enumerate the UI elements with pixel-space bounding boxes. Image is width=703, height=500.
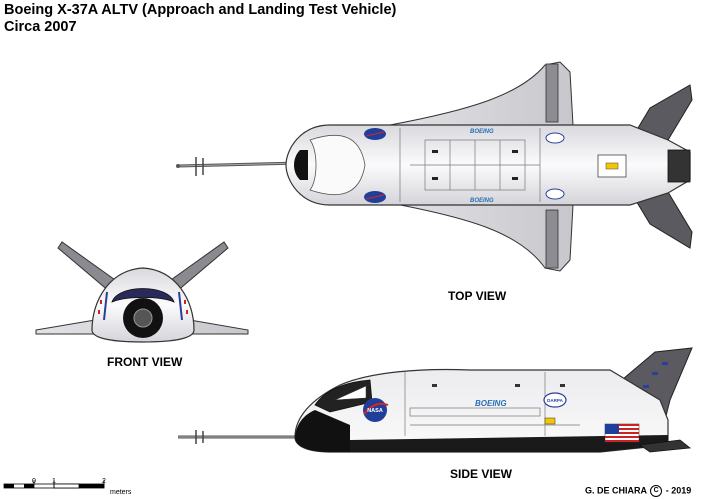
side-black-nose (295, 410, 350, 452)
side-hatch-marks (432, 384, 565, 387)
credit-year: - 2019 (665, 485, 692, 496)
scale-tick-2: 2 (102, 478, 106, 485)
side-panel-lines (404, 372, 580, 436)
top-canopy (309, 134, 366, 196)
top-boeing-logo-lower: BOEING (470, 198, 494, 204)
front-red-markings (98, 300, 188, 314)
scale-tick-1: 1 (52, 478, 56, 485)
top-darpa-logo-upper (545, 132, 565, 144)
scale-tick-0: 0 (32, 478, 36, 485)
top-view-label: TOP VIEW (448, 289, 507, 303)
diagram-subtitle: Circa 2007 (4, 19, 77, 35)
side-nasa-text: NASA (367, 408, 383, 414)
side-canopy-window (334, 385, 367, 401)
front-nose-probe (133, 308, 153, 328)
side-darpa-logo (543, 392, 567, 408)
front-canopy (111, 288, 175, 303)
author-name: G. DE CHIARA (585, 485, 647, 496)
top-view: BOEING BOEING (176, 61, 693, 272)
side-boeing-logo: BOEING (475, 399, 507, 408)
side-body-flap (638, 439, 692, 453)
top-panel-lines (399, 128, 541, 202)
side-belly (350, 435, 668, 452)
front-blue-markings (103, 291, 183, 321)
side-warning-placard (544, 417, 556, 425)
top-boeing-logo-upper: BOEING (470, 129, 494, 135)
top-nose-cap (294, 150, 308, 180)
top-lower-wing (389, 194, 574, 272)
diagram-title: Boeing X-37A ALTV (Approach and Landing … (4, 2, 397, 18)
side-view-label: SIDE VIEW (450, 467, 513, 481)
author-credit: G. DE CHIARA C - 2019 (585, 485, 691, 497)
side-fin-markings (643, 362, 668, 388)
top-hatch-marks (432, 150, 518, 180)
scale-bar (3, 480, 105, 489)
top-body-flap (667, 149, 691, 183)
copyright-icon: C (650, 485, 663, 497)
front-view (35, 241, 249, 343)
top-upper-wing (389, 61, 574, 136)
top-lower-wing-elevon (545, 209, 559, 269)
front-view-label: FRONT VIEW (107, 355, 183, 369)
side-darpa-text: DARPA (547, 398, 563, 403)
top-darpa-logo-lower (545, 188, 565, 200)
side-us-flag (604, 423, 640, 443)
top-upper-wing-elevon (545, 63, 559, 123)
side-view: NASA BOEING DARPA (178, 347, 693, 453)
side-nose-probe (178, 430, 295, 444)
top-nose-probe (176, 157, 301, 176)
scale-unit: meters (110, 489, 132, 496)
top-warning-placard (605, 162, 619, 170)
